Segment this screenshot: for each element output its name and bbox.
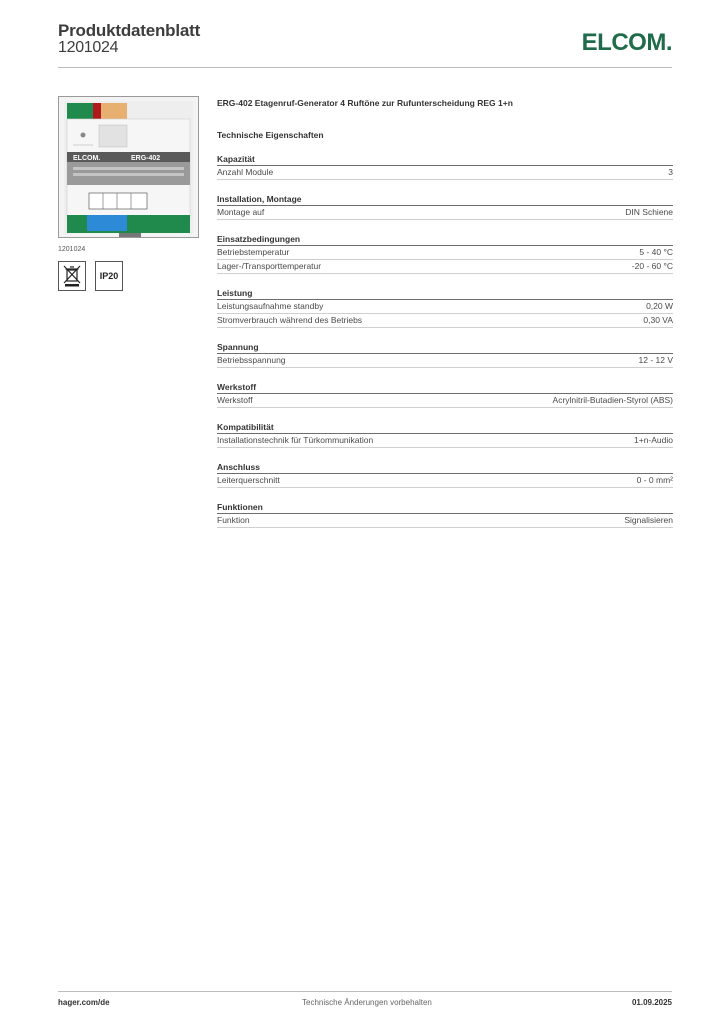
spec-group: Anschluss Leiterquerschnitt 0 - 0 mm² [217,462,673,488]
label-brand: ELCOM. [73,155,100,162]
crossed-out-bin-icon [63,265,81,287]
spec-label: Betriebsspannung [217,355,286,365]
footer-website-link[interactable]: hager.com/de [58,998,110,1007]
footer-divider [58,991,672,992]
page-title: Produktdatenblatt [58,21,201,40]
spec-group-heading: Werkstoff [217,382,673,394]
spec-row: Leistungsaufnahme standby 0,20 W [217,300,673,314]
spec-row: Anzahl Module 3 [217,166,673,180]
image-caption: 1201024 [58,246,86,253]
spec-row: Lager-/Transporttemperatur -20 - 60 °C [217,260,673,274]
spec-value: 0,30 VA [643,315,673,325]
top-terminal-green [67,103,93,119]
spec-value: 0,20 W [646,301,673,311]
bottom-terminal-green [67,215,190,233]
spec-label: Montage auf [217,207,265,217]
spec-group-heading: Spannung [217,342,673,354]
spec-group-heading: Leistung [217,288,673,300]
lower-terminal-labels [88,192,148,210]
spec-value: DIN Schiene [625,207,673,217]
header-divider [58,67,672,68]
spec-value: 5 - 40 °C [639,247,673,257]
spec-label: Leiterquerschnitt [217,475,280,485]
spec-value: -20 - 60 °C [631,261,673,271]
footer-notice: Technische Änderungen vorbehalten [302,998,432,1007]
spec-row: Betriebstemperatur 5 - 40 °C [217,246,673,260]
spec-row: Betriebsspannung 12 - 12 V [217,354,673,368]
spec-label: Leistungsaufnahme standby [217,301,324,311]
jumper-table [98,124,128,148]
spec-group-heading: Einsatzbedingungen [217,234,673,246]
spec-content: ERG-402 Etagenruf-Generator 4 Ruftöne zu… [217,96,673,528]
spec-group: Funktionen Funktion Signalisieren [217,502,673,528]
label-model: ERG-402 [131,155,160,162]
spec-group: Leistung Leistungsaufnahme standby 0,20 W… [217,288,673,328]
spec-value: Signalisieren [624,515,673,525]
spec-row: Installationstechnik für Türkommunikatio… [217,434,673,448]
spec-row: Montage auf DIN Schiene [217,206,673,220]
spec-group-heading: Kapazität [217,154,673,166]
spec-label: Funktion [217,515,250,525]
spec-group-heading: Kompatibilität [217,422,673,434]
spec-row: Stromverbrauch während des Betriebs 0,30 … [217,314,673,328]
spec-row: Funktion Signalisieren [217,514,673,528]
elcom-logo: ELCOM. [581,29,673,56]
spec-value: 3 [668,167,673,177]
product-title: ERG-402 Etagenruf-Generator 4 Ruftöne zu… [217,98,513,108]
spec-value: Acrylnitril-Butadien-Styrol (ABS) [552,395,673,405]
spec-group-heading: Anschluss [217,462,673,474]
bottom-terminal-blue [87,215,127,231]
spec-group: Einsatzbedingungen Betriebstemperatur 5 -… [217,234,673,274]
spec-label: Werkstoff [217,395,253,405]
spec-row: Leiterquerschnitt 0 - 0 mm² [217,474,673,488]
spec-group: Spannung Betriebsspannung 12 - 12 V [217,342,673,368]
spec-group: Kapazität Anzahl Module 3 [217,154,673,180]
spec-label: Installationstechnik für Türkommunikatio… [217,435,374,445]
top-terminal-beige [101,103,127,119]
spec-group-heading: Installation, Montage [217,194,673,206]
spec-group-heading: Funktionen [217,502,673,514]
spec-row: Werkstoff Acrylnitril-Butadien-Styrol (AB… [217,394,673,408]
spec-value: 0 - 0 mm² [636,475,673,485]
spec-label: Stromverbrauch während des Betriebs [217,315,363,325]
spec-label: Lager-/Transporttemperatur [217,261,322,271]
spec-group: Kompatibilität Installationstechnik für … [217,422,673,448]
spec-group: Installation, Montage Montage auf DIN Sch… [217,194,673,220]
ip20-badge: IP20 [95,261,123,291]
spec-value: 12 - 12 V [638,355,674,365]
status-led-icon [80,132,86,138]
article-number: 1201024 [58,39,119,56]
din-rail-device-illustration: ELCOM. ERG-402 [64,101,193,237]
spec-label: Anzahl Module [217,167,274,177]
weee-badge [58,261,86,291]
product-image: ELCOM. ERG-402 [58,96,199,238]
section-title: Technische Eigenschaften [217,130,324,140]
spec-label: Betriebstemperatur [217,247,290,257]
top-terminal-red [93,103,101,119]
spec-value: 1+n-Audio [634,435,673,445]
footer-date: 01.09.2025 [631,998,672,1007]
